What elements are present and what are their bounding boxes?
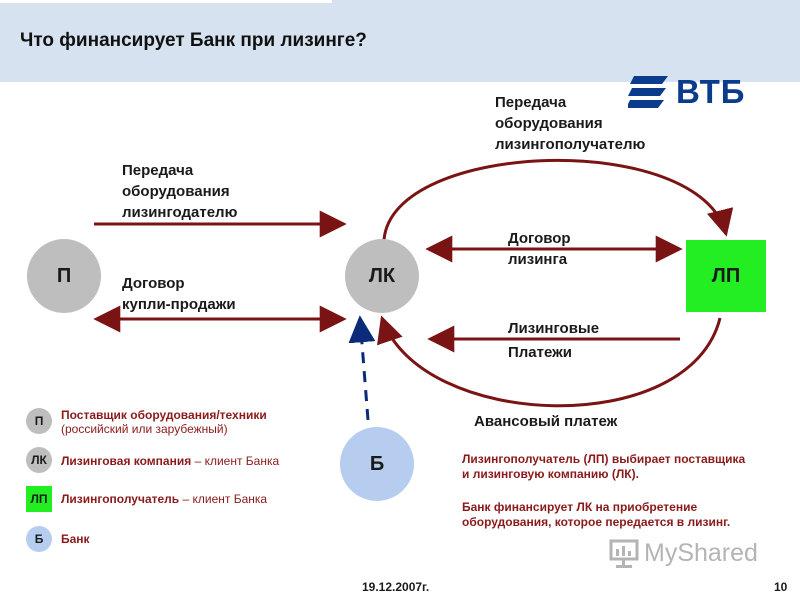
vtb-logo-icon [626, 76, 668, 108]
label-transfer-to-lessor: Передача оборудования лизингодателю [122, 160, 237, 223]
legend-text: Поставщик оборудования/техники (российск… [61, 408, 267, 436]
node-bank: Б [340, 427, 414, 501]
label-line: Договор [122, 275, 185, 292]
page-number: 10 [774, 580, 788, 594]
note-line: Банк финансирует ЛК на приобретение [462, 500, 698, 514]
label-line: лизингодателю [122, 204, 238, 221]
legend-text: Лизингополучатель – клиент Банка [61, 492, 267, 506]
label-line: Лизинговые [508, 320, 600, 337]
legend-text: Банк [61, 532, 90, 546]
node-lessee: ЛП [686, 240, 766, 312]
label-leasing-payments: Лизинговые Платежи [508, 317, 599, 365]
label-line: оборудования [495, 115, 603, 132]
label-line: Передача [495, 94, 567, 111]
label-line: Передача [122, 162, 194, 179]
legend-marker: ЛП [26, 486, 52, 512]
legend-marker: ЛК [26, 447, 52, 473]
legend-title: Лизингополучатель [61, 492, 180, 506]
label-advance-payment: Авансовый платеж [474, 413, 618, 430]
legend-desc: (российский или зарубежный) [61, 422, 228, 436]
legend-text: Лизинговая компания – клиент Банка [61, 454, 279, 468]
label-leasing-contract: Договор лизинга [508, 228, 571, 270]
watermark-text: MyShared [644, 539, 758, 567]
label-line: купли-продажи [122, 296, 236, 313]
label-purchase-contract: Договор купли-продажи [122, 273, 236, 315]
legend-item-leasing-company: ЛК Лизинговая компания – клиент Банка [26, 447, 279, 473]
label-line: лизингополучателю [495, 136, 646, 153]
vtb-logo-text: ВТБ [676, 73, 746, 110]
vtb-logo: ВТБ [626, 70, 746, 114]
node-supplier: П [27, 239, 101, 313]
legend-title: Лизинговая компания [61, 454, 192, 468]
arrow-bank-financing [348, 315, 376, 421]
header-band [0, 0, 800, 82]
watermark: MyShared [608, 537, 768, 571]
note-financing: Банк финансирует ЛК на приобретение обор… [462, 500, 730, 530]
legend-title: Банк [61, 532, 90, 546]
legend-desc: – клиент Банка [179, 492, 268, 506]
note-line: Лизингополучатель (ЛП) выбирает поставщи… [462, 452, 746, 466]
label-transfer-to-lessee: Передача оборудования лизингополучателю [495, 92, 645, 155]
node-leasing-company: ЛК [345, 239, 419, 313]
note-line: оборудования, которое передается в лизин… [462, 515, 731, 529]
legend-marker: Б [26, 526, 52, 552]
legend-item-lessee: ЛП Лизингополучатель – клиент Банка [26, 486, 267, 512]
footer-date: 19.12.2007г. [362, 580, 430, 594]
note-line: и лизинговую компанию (ЛК). [462, 467, 639, 481]
arc-advance-payment [377, 315, 722, 408]
label-line: оборудования [122, 183, 230, 200]
note-selection: Лизингополучатель (ЛП) выбирает поставщи… [462, 452, 745, 482]
legend-item-supplier: П Поставщик оборудования/техники (россий… [26, 408, 267, 436]
legend-title: Поставщик оборудования/техники [61, 408, 267, 422]
header-notch [0, 0, 332, 3]
label-line: Договор [508, 230, 571, 247]
label-line: Платежи [508, 344, 572, 361]
legend-item-bank: Б Банк [26, 526, 90, 552]
legend-desc: – клиент Банка [191, 454, 280, 468]
arc-transfer-to-lessee [382, 158, 734, 241]
watermark-icon [609, 539, 639, 568]
label-line: лизинга [508, 251, 568, 268]
legend-marker: П [26, 408, 52, 434]
page-title: Что финансирует Банк при лизинге? [20, 30, 367, 51]
